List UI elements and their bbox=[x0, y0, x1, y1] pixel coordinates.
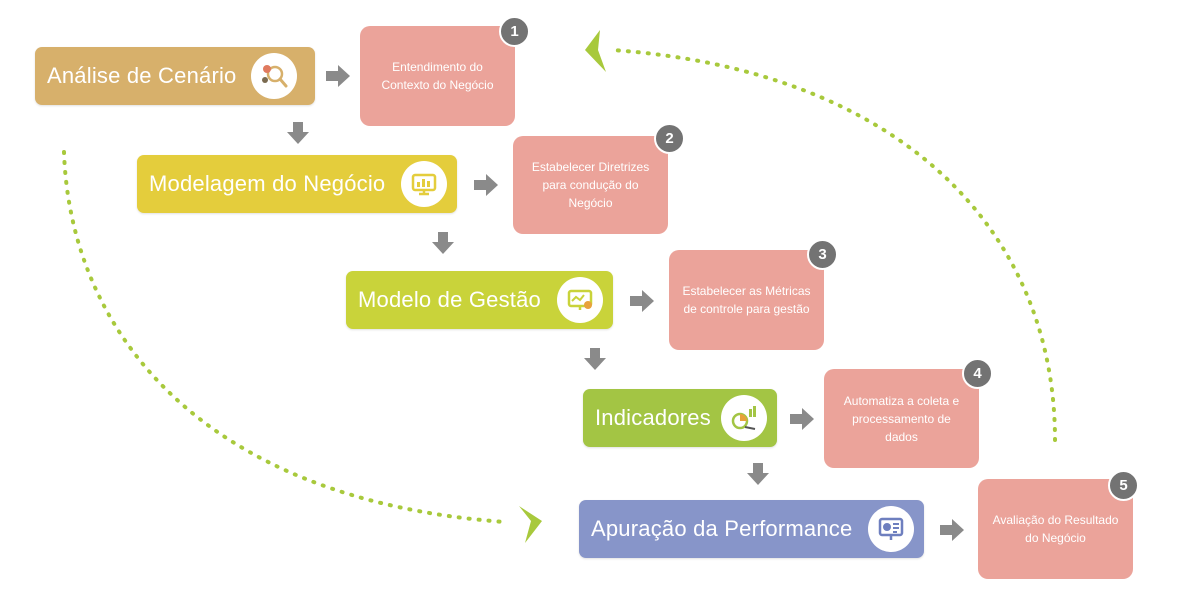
number-badge-1: 1 bbox=[499, 16, 530, 47]
stage-apuracao-performance: Apuração da Performance bbox=[579, 500, 924, 558]
arrow-down-icon bbox=[432, 232, 454, 254]
stage-label: Apuração da Performance bbox=[591, 516, 853, 541]
number-badge-3: 3 bbox=[807, 239, 838, 270]
note-5: Avaliação do Resultado do Negócio bbox=[978, 479, 1133, 579]
presentation-icon bbox=[868, 506, 914, 552]
note-1: Entendimento do Contexto do Negócio bbox=[360, 26, 515, 126]
arrow-down-icon bbox=[747, 463, 769, 485]
note-text: Automatiza a coleta e processamento de d… bbox=[843, 393, 960, 444]
arrow-down-icon bbox=[584, 348, 606, 370]
note-3: Estabelecer as Métricas de controle para… bbox=[669, 250, 824, 350]
stage-modelo-gestao: Modelo de Gestão bbox=[346, 271, 613, 329]
arrow-right-icon bbox=[474, 174, 498, 196]
arrow-down-icon bbox=[287, 122, 309, 144]
note-2: Estabelecer Diretrizes para condução do … bbox=[513, 136, 668, 234]
stage-modelagem-negocio: Modelagem do Negócio bbox=[137, 155, 457, 213]
note-4: Automatiza a coleta e processamento de d… bbox=[824, 369, 979, 468]
dashboard-settings-icon bbox=[557, 277, 603, 323]
stage-indicadores: Indicadores bbox=[583, 389, 777, 447]
stage-analise-cenario: Análise de Cenário bbox=[35, 47, 315, 105]
monitor-chart-icon bbox=[401, 161, 447, 207]
dotted-flow-right bbox=[610, 48, 1057, 442]
stage-label: Modelo de Gestão bbox=[358, 287, 541, 312]
arrow-right-icon bbox=[940, 519, 964, 541]
note-text: Estabelecer as Métricas de controle para… bbox=[682, 284, 811, 316]
dotted-flow-right-arrowhead bbox=[585, 30, 606, 72]
number-badge-4: 4 bbox=[962, 358, 993, 389]
indicators-icon bbox=[721, 395, 767, 441]
analysis-icon bbox=[251, 53, 297, 99]
stage-label: Análise de Cenário bbox=[47, 63, 237, 88]
note-text: Avaliação do Resultado do Negócio bbox=[992, 513, 1119, 545]
dotted-flow-left-arrowhead bbox=[519, 506, 542, 543]
arrow-right-icon bbox=[790, 408, 814, 430]
stage-label: Modelagem do Negócio bbox=[149, 171, 386, 196]
arrow-right-icon bbox=[326, 65, 350, 87]
arrow-right-icon bbox=[630, 290, 654, 312]
number-badge-2: 2 bbox=[654, 123, 685, 154]
number-badge-5: 5 bbox=[1108, 470, 1139, 501]
stage-label: Indicadores bbox=[595, 405, 711, 430]
note-text: Entendimento do Contexto do Negócio bbox=[381, 60, 494, 92]
note-text: Estabelecer Diretrizes para condução do … bbox=[531, 160, 650, 210]
